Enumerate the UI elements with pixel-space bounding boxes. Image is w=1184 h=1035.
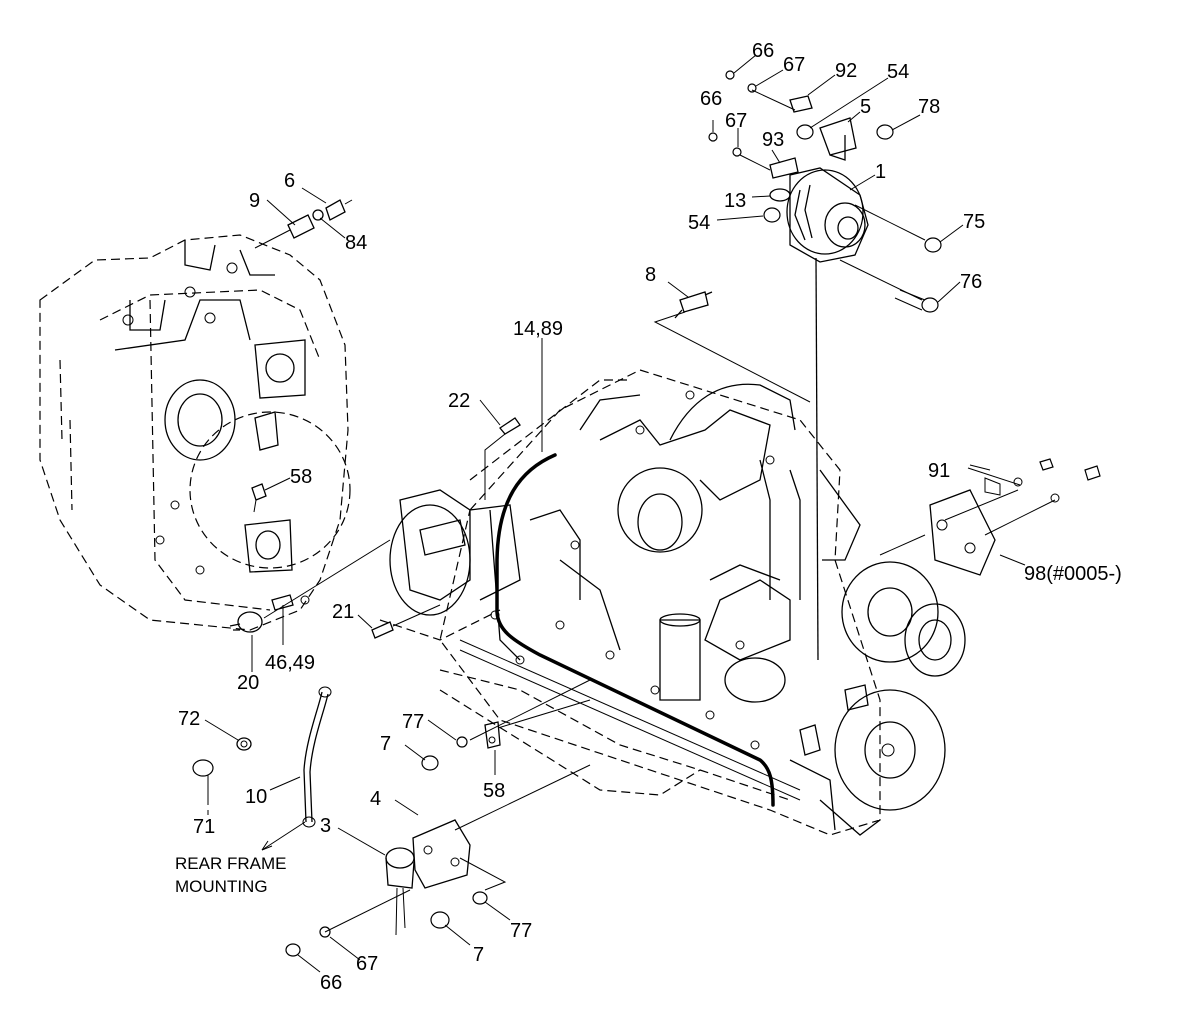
label-7: 7 — [380, 733, 391, 755]
label-92: 92 — [835, 60, 857, 82]
label-77: 77 — [402, 711, 424, 733]
engine-outline — [379, 369, 966, 836]
label-75: 75 — [963, 211, 985, 233]
label-8: 8 — [645, 264, 656, 286]
label-67: 67 — [783, 54, 805, 76]
label-84: 84 — [345, 232, 367, 254]
wire-harness — [495, 453, 775, 807]
label-4: 4 — [370, 788, 381, 810]
label-58: 58 — [290, 466, 312, 488]
label-7: 7 — [473, 944, 484, 966]
label-72: 72 — [178, 708, 200, 730]
transmission-outline — [39, 234, 351, 631]
label-6: 6 — [284, 170, 295, 192]
upper-left-parts — [287, 199, 353, 239]
label-5: 5 — [860, 96, 871, 118]
alternator-assembly — [674, 95, 869, 661]
label-93: 93 — [762, 129, 784, 151]
label-9: 9 — [249, 190, 260, 212]
label-13: 13 — [724, 190, 746, 212]
label-46-49: 46,49 — [265, 652, 315, 674]
lower-parts — [192, 417, 521, 957]
label-91: 91 — [928, 460, 950, 482]
label-22: 22 — [448, 390, 470, 412]
label-66: 66 — [700, 88, 722, 110]
mounting-plate-98 — [929, 458, 1101, 576]
label-67: 67 — [356, 953, 378, 975]
label-76: 76 — [960, 271, 982, 293]
rear-frame-label: REAR FRAME — [175, 854, 286, 873]
label-1: 1 — [875, 161, 886, 183]
leader-lines — [204, 54, 1056, 973]
label-58: 58 — [483, 780, 505, 802]
fasteners-top — [708, 70, 942, 313]
label-71: 71 — [193, 816, 215, 838]
callout-labels: 66 67 92 54 66 67 5 78 93 1 13 54 75 76 … — [175, 40, 1122, 994]
label-54: 54 — [688, 212, 710, 234]
label-10: 10 — [245, 786, 267, 808]
label-20: 20 — [237, 672, 259, 694]
label-21: 21 — [332, 601, 354, 623]
label-54: 54 — [887, 61, 909, 83]
label-77: 77 — [510, 920, 532, 942]
label-98: 98(#0005-) — [1024, 563, 1122, 585]
mounting-label: MOUNTING — [175, 877, 268, 896]
label-67: 67 — [725, 110, 747, 132]
label-78: 78 — [918, 96, 940, 118]
label-14-89: 14,89 — [513, 318, 563, 340]
label-3: 3 — [320, 815, 331, 837]
label-66: 66 — [320, 972, 342, 994]
label-66: 66 — [752, 40, 774, 62]
